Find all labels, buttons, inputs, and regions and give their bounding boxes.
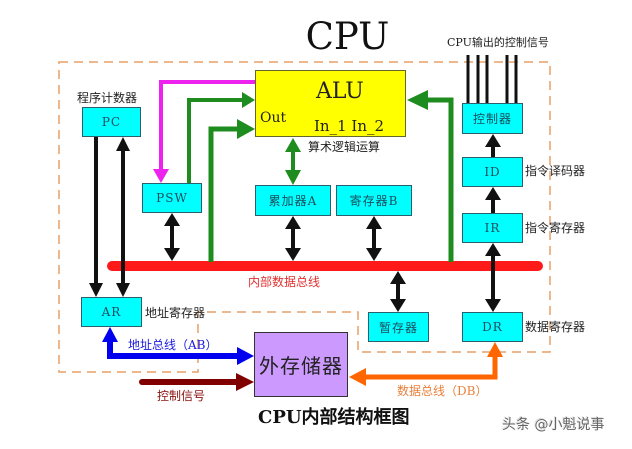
watermark: 头条 @小魁说事 [502,417,605,433]
alu-label: ALU [316,79,364,104]
cpu-control-output-label: CPU输出的控制信号 [447,36,549,49]
register-b-bus-arrow [366,216,382,261]
diagram-caption: CPU内部结构框图 [258,407,410,428]
address-bus-label: 地址总线（AB） [128,338,218,352]
diagram-title: CPU [305,15,390,58]
bus-to-alu-in-arrow [208,119,255,262]
cpu-boundary-outline [58,61,551,373]
external-memory: 外存储器 [254,332,348,397]
ir-dr-arrow [485,243,501,312]
pc-to-ar-arrow [89,137,103,297]
dr-register: DR [462,312,523,342]
ir-to-id-arrow [485,187,501,213]
ir-caption: 指令寄存器 [525,221,586,235]
pc-register: PC [82,107,141,137]
control-signal-label: 控制信号 [157,389,206,403]
psw-to-alu-arrow [187,92,255,183]
register-b: 寄存器B [336,185,412,216]
accumulator-a: 累加器A [255,185,331,216]
psw-register: PSW [142,183,202,213]
id-register: ID [462,157,523,187]
bus-temp-register-arrow [390,271,406,312]
controller: 控制器 [462,103,523,134]
alu-accumulator-arrow [285,138,301,185]
dr-caption: 数据寄存器 [525,320,586,334]
alu-caption: 算术逻辑运算 [308,140,381,154]
alu-to-psw-flag-arrow [153,80,255,183]
bus-to-alu-right-arrow [407,90,454,262]
address-bus-arrow [102,327,254,365]
temp-register: 暂存器 [368,312,429,342]
alu-out-port: Out [260,110,287,126]
ir-register: IR [462,213,523,243]
psw-bus-arrow [164,213,180,261]
id-to-controller-arrow [485,134,501,157]
id-caption: 指令译码器 [525,164,586,178]
internal-bus-label: 内部数据总线 [248,275,321,289]
pc-caption: 程序计数器 [77,91,138,105]
alu-block: ALU Out In_1 In_2 [255,70,406,137]
cpu-control-output-lines [466,55,518,103]
accumulator-bus-arrow [285,216,301,261]
control-signal-arrow [139,373,254,391]
ar-caption: 地址寄存器 [145,306,206,320]
alu-in-ports: In_1 In_2 [314,117,385,135]
ar-register: AR [81,297,142,327]
data-bus-arrow [349,342,503,386]
data-bus-label: 数据总线（DB） [397,384,488,398]
pc-ar-bidirectional-arrow [116,137,130,297]
